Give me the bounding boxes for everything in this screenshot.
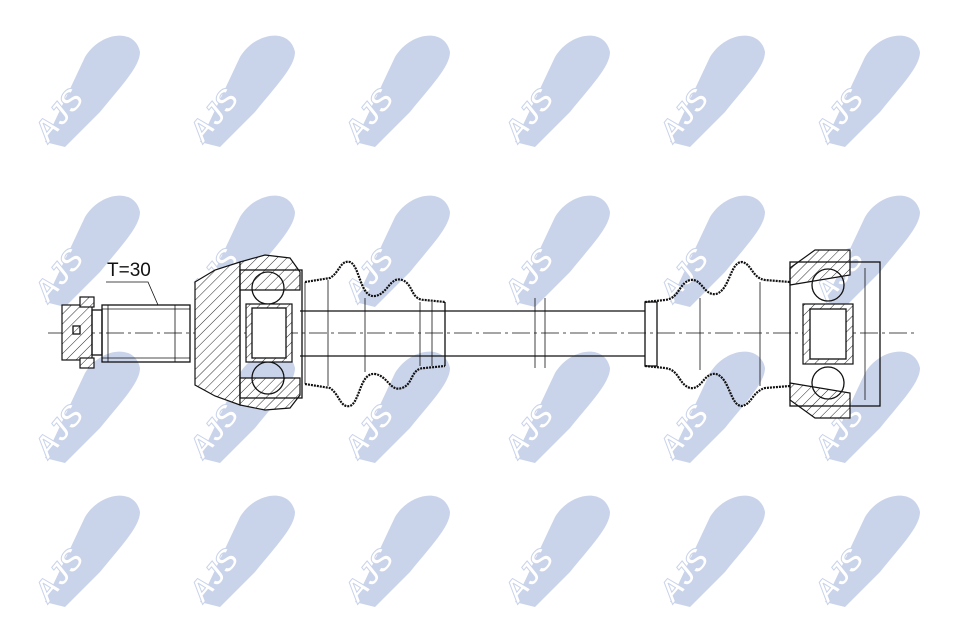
left-cv-joint: [194, 254, 303, 411]
splined-stub: [101, 304, 191, 363]
dimension-label: T=30: [107, 260, 151, 281]
watermark-logo-shape: [515, 195, 610, 307]
right-cv-joint: [789, 249, 881, 419]
watermark-logo-shape: [45, 351, 140, 463]
watermark-logo-shape: [670, 195, 765, 307]
dimension-leader: [106, 281, 159, 306]
watermark-logo-shape: [515, 35, 610, 147]
watermark-logo-shape: [670, 495, 765, 607]
watermark-logo-shape: [355, 35, 450, 147]
watermark-logo-shape: [825, 495, 920, 607]
watermark-logo-shape: [825, 195, 920, 307]
watermark-logo-shape: [355, 195, 450, 307]
watermark-logo-shape: [670, 35, 765, 147]
left-nut: [61, 296, 103, 369]
right-boot: [644, 260, 791, 408]
watermark-logo-shape: [200, 35, 295, 147]
watermark-logo-shape: [825, 351, 920, 463]
watermark-logo-shape: [515, 351, 610, 463]
watermark-logo-shape: [200, 495, 295, 607]
watermark-logo-shape: [45, 35, 140, 147]
shaft-assembly: T=30: [48, 249, 915, 419]
watermark-logo-shape: [355, 495, 450, 607]
watermark-logo-shape: [670, 351, 765, 463]
main-shaft: [300, 298, 645, 368]
watermark-logo-shape: [825, 35, 920, 147]
watermark-logo-shape: [45, 495, 140, 607]
watermark-logo-shape: [45, 195, 140, 307]
watermark-logo-shape: [355, 351, 450, 463]
left-boot: [304, 260, 446, 408]
watermark-logo-shape: [515, 495, 610, 607]
